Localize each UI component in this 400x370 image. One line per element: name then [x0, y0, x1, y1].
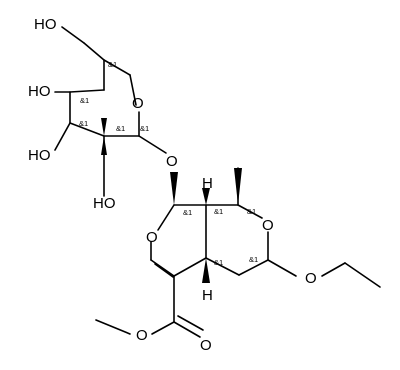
stereo-label: &1 [116, 124, 125, 133]
bond [344, 262, 381, 288]
stereo-label: &1 [183, 208, 192, 217]
bond [103, 59, 131, 76]
wedge-bond [101, 136, 107, 155]
atom-label-h: H [202, 175, 213, 192]
bond [173, 257, 207, 277]
atom-label-o: O [305, 270, 317, 287]
atom-label-ho: HO [93, 195, 116, 212]
bond [177, 315, 204, 331]
bond [83, 42, 105, 61]
bond [95, 319, 131, 335]
wedge-bond [170, 172, 178, 205]
bond [173, 321, 201, 338]
bond [69, 89, 105, 93]
stereo-label: &1 [79, 119, 88, 128]
bond [237, 204, 263, 219]
stereo-label: &1 [80, 96, 89, 105]
atom-label-o: O [146, 229, 158, 246]
bond [138, 135, 167, 154]
stereo-label: &1 [108, 60, 117, 69]
wedge-bond [101, 118, 107, 136]
stereo-label: &1 [140, 124, 149, 133]
bond [151, 321, 175, 335]
bond [129, 74, 137, 106]
atom-label-ho: HO [28, 83, 51, 100]
bond [154, 263, 174, 278]
bond [157, 204, 175, 231]
wedge-bond [202, 258, 210, 283]
stereo-label: &1 [214, 207, 223, 216]
atom-label-o: O [132, 95, 144, 112]
atom-label-ho: HO [28, 147, 51, 164]
atom-label-o: O [262, 217, 274, 234]
bond [69, 122, 105, 137]
stereo-label: &1 [247, 207, 256, 216]
stereo-label: &1 [249, 255, 258, 264]
wedge-bond [202, 188, 210, 205]
bond [267, 259, 297, 277]
bond [61, 26, 85, 44]
bond [150, 259, 175, 277]
atom-label-o: O [200, 337, 212, 354]
atom-label-ho: HO [34, 16, 57, 33]
atom-label-o: O [166, 153, 178, 170]
bond [238, 259, 269, 276]
stereo-label: &1 [214, 258, 223, 267]
bond [54, 122, 71, 151]
wedge-bond [234, 168, 242, 205]
bond [321, 262, 346, 277]
atom-label-o: O [136, 327, 148, 344]
bond [205, 257, 240, 276]
atom-label-h: H [202, 287, 213, 304]
